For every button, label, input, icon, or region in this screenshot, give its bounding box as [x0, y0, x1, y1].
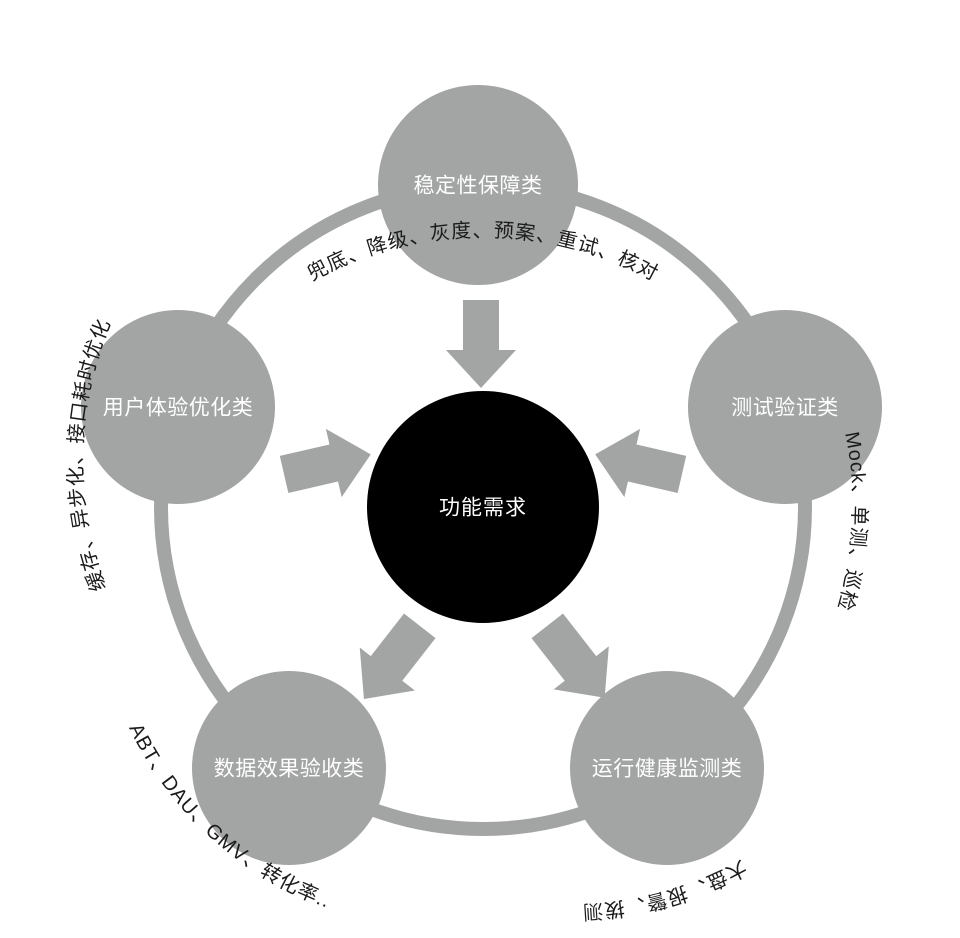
node-user-experience[interactable]: 用户体验优化类	[81, 310, 275, 504]
arrow-group	[279, 300, 687, 699]
center-node[interactable]: 功能需求	[367, 391, 599, 623]
arrow-from-stability-icon	[446, 300, 516, 388]
center-node-circle[interactable]	[367, 391, 599, 623]
node-user-experience-label: 用户体验优化类	[103, 397, 254, 420]
node-stability-label: 稳定性保障类	[414, 175, 543, 198]
node-stability[interactable]: 稳定性保障类	[378, 85, 578, 285]
node-testing-circle[interactable]	[688, 310, 882, 504]
outer-label-health-monitoring: 大盘、报警、拨测	[581, 856, 750, 924]
node-testing[interactable]: 测试验证类	[688, 310, 882, 504]
node-testing-label: 测试验证类	[731, 397, 839, 420]
node-health-monitoring-label: 运行健康监测类	[592, 758, 743, 781]
node-user-experience-circle[interactable]	[81, 310, 275, 504]
arrow-from-user-experience-icon	[279, 428, 371, 498]
node-health-monitoring-circle[interactable]	[570, 671, 764, 865]
arrow-from-testing-icon	[595, 428, 687, 498]
node-data-acceptance[interactable]: 数据效果验收类	[192, 671, 386, 865]
node-stability-circle[interactable]	[378, 85, 578, 285]
arrow-from-data-acceptance-icon	[359, 613, 436, 699]
arrow-from-health-monitoring-icon	[531, 613, 609, 698]
node-data-acceptance-label: 数据效果验收类	[214, 758, 365, 781]
node-health-monitoring[interactable]: 运行健康监测类	[570, 671, 764, 865]
node-data-acceptance-circle[interactable]	[192, 671, 386, 865]
center-node-label: 功能需求	[439, 497, 527, 520]
